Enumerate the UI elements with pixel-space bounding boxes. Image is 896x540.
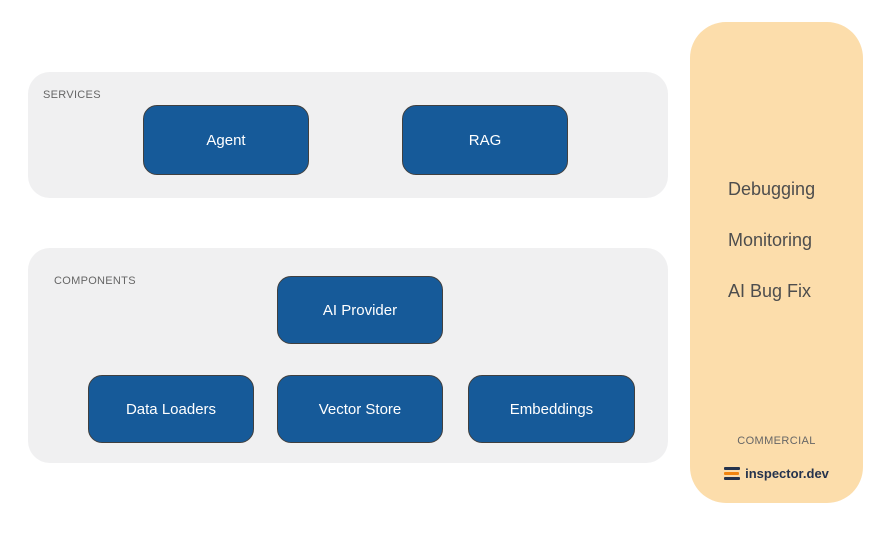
inspector-logo-icon: [724, 467, 741, 480]
node-embeddings-label: Embeddings: [509, 400, 594, 418]
sidebar-item-monitoring: Monitoring: [728, 230, 813, 250]
node-data-loaders[interactable]: Data Loaders: [88, 375, 254, 443]
node-vector-store[interactable]: Vector Store: [277, 375, 443, 443]
node-rag[interactable]: RAG: [402, 105, 568, 175]
commercial-label: COMMERCIAL: [737, 435, 816, 447]
services-group: SERVICES Agent RAG: [28, 72, 668, 198]
node-embeddings[interactable]: Embeddings: [468, 375, 635, 443]
node-ai-provider-label: AI Provider: [322, 301, 398, 319]
node-rag-label: RAG: [468, 131, 502, 149]
commercial-sidebar: Debugging Monitoring AI Bug Fix COMMERCI…: [690, 22, 863, 503]
node-agent-label: Agent: [206, 131, 246, 149]
node-ai-provider[interactable]: AI Provider: [277, 276, 443, 344]
node-vector-store-label: Vector Store: [318, 400, 402, 418]
sidebar-item-ai-bug-fix: AI Bug Fix: [728, 281, 812, 301]
node-agent[interactable]: Agent: [143, 105, 309, 175]
brand-name: inspector.dev: [745, 466, 829, 481]
brand-lockup: inspector.dev: [690, 466, 863, 481]
services-group-label: SERVICES: [43, 89, 101, 101]
sidebar-item-debugging: Debugging: [728, 179, 816, 199]
node-data-loaders-label: Data Loaders: [125, 400, 217, 418]
components-group: COMPONENTS AI Provider Data Loaders Vect…: [28, 248, 668, 463]
sidebar-menu: Debugging Monitoring AI Bug Fix: [728, 178, 815, 302]
components-group-label: COMPONENTS: [54, 275, 136, 287]
